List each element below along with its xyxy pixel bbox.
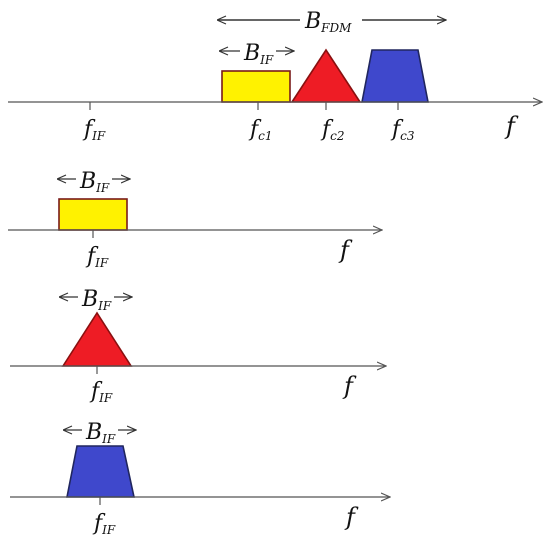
bif-label-1: BIF <box>243 41 274 67</box>
channel-2-spectrum: BIF fIF f <box>10 284 386 405</box>
f-axis-label-4: f <box>344 503 359 531</box>
fif-label-2: fIF <box>85 244 109 270</box>
fc1-label: fc1 <box>248 117 273 143</box>
yellow-rect <box>221 70 291 103</box>
fc2-label: fc2 <box>320 117 345 143</box>
bif-label-3: BIF <box>81 287 112 313</box>
bif-label-4: BIF <box>85 420 116 446</box>
f-axis-label-2: f <box>338 236 353 264</box>
fif-label-1: fIF <box>82 117 106 143</box>
yellow-rect-if <box>58 198 128 231</box>
bfdm-label: BFDM <box>304 9 352 35</box>
composite-spectrum: BFDM BIF fIF fc1 fc2 fc3 f <box>8 9 542 143</box>
fif-label-4: fIF <box>92 511 116 537</box>
f-axis-label-1: f <box>504 112 519 140</box>
fc3-label: fc3 <box>390 117 415 143</box>
blue-trapezoid <box>361 49 429 103</box>
blue-trapezoid-if <box>66 445 135 498</box>
channel-3-spectrum: BIF fIF f <box>10 417 390 537</box>
channel-1-spectrum: BIF fIF f <box>8 166 382 270</box>
f-axis-label-3: f <box>342 372 357 400</box>
fif-label-3: fIF <box>89 379 113 405</box>
bif-label-2: BIF <box>79 169 110 195</box>
red-triangle <box>290 48 362 103</box>
red-triangle-if <box>61 311 133 367</box>
